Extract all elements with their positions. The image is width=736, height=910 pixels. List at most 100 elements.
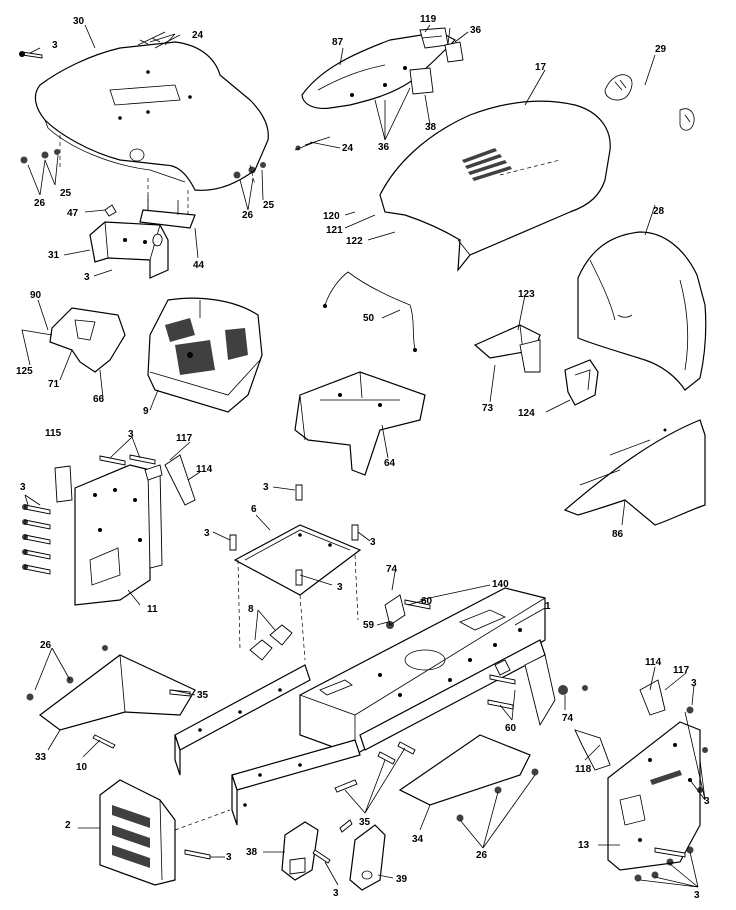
callout-119: 119 — [420, 14, 437, 25]
callout-9: 9 — [143, 406, 149, 417]
callout-3: 3 — [128, 429, 134, 440]
callout-59: 59 — [363, 620, 375, 631]
callout-36: 36 — [378, 142, 390, 153]
callout-3: 3 — [52, 40, 58, 51]
callout-64: 64 — [384, 458, 396, 469]
callout-3: 3 — [691, 678, 697, 689]
callout-6: 6 — [251, 504, 257, 515]
callout-44: 44 — [193, 260, 205, 271]
callout-31: 31 — [48, 250, 60, 261]
callout-140: 140 — [492, 579, 509, 590]
part-86-skirt — [563, 419, 706, 526]
callout-124: 124 — [518, 408, 535, 419]
callout-28: 28 — [653, 206, 665, 217]
callout-50: 50 — [363, 313, 375, 324]
part-66-cover — [49, 307, 126, 373]
part-31-bracket — [89, 204, 169, 279]
callout-38: 38 — [425, 122, 437, 133]
callout-3: 3 — [337, 582, 343, 593]
callout-1: 1 — [545, 601, 551, 612]
part-11-side-panel — [74, 464, 163, 606]
callout-3: 3 — [263, 482, 269, 493]
callout-10: 10 — [76, 762, 88, 773]
callout-117: 117 — [673, 665, 690, 676]
part-30-dash-panel — [34, 41, 269, 225]
callout-24: 24 — [342, 143, 354, 154]
callout-3: 3 — [694, 890, 700, 901]
callout-36: 36 — [470, 25, 482, 36]
callout-38: 38 — [246, 847, 258, 858]
callout-87: 87 — [332, 37, 344, 48]
callout-24: 24 — [192, 30, 204, 41]
callout-118: 118 — [575, 764, 592, 775]
callout-71: 71 — [48, 379, 60, 390]
part-44-bracket — [139, 195, 196, 229]
callout-3: 3 — [333, 888, 339, 899]
callout-labels: 30 3 24 87 119 36 29 17 38 36 24 25 26 4… — [16, 14, 710, 901]
callout-115: 115 — [45, 428, 62, 439]
callout-25: 25 — [60, 188, 72, 199]
callout-121: 121 — [326, 225, 343, 236]
callout-11: 11 — [147, 604, 158, 615]
callout-17: 17 — [535, 62, 547, 73]
part-6-battery-tray — [229, 484, 362, 661]
callout-3: 3 — [226, 852, 232, 863]
part-64-frame-bracket — [294, 371, 426, 476]
part-2-front-bracket — [99, 779, 231, 886]
part-29-decal — [604, 74, 695, 131]
fasteners-30 — [19, 31, 331, 179]
part-39-bracket — [339, 819, 386, 891]
callout-114: 114 — [196, 464, 213, 475]
part-13-side-panel — [574, 679, 701, 871]
fasteners-11 — [22, 454, 156, 575]
callout-120: 120 — [323, 211, 340, 222]
callout-34: 34 — [412, 834, 424, 845]
callout-26: 26 — [40, 640, 52, 651]
callout-30: 30 — [73, 16, 85, 27]
part-119-bracket — [409, 27, 464, 95]
callout-123: 123 — [518, 289, 535, 300]
part-28-grille — [577, 231, 707, 391]
callout-74: 74 — [562, 713, 574, 724]
part-8-clips — [249, 624, 293, 661]
callout-3: 3 — [704, 796, 710, 807]
frame-side-rail-left — [174, 664, 311, 776]
callout-3: 3 — [20, 482, 26, 493]
callout-26: 26 — [34, 198, 46, 209]
callout-25: 25 — [263, 200, 275, 211]
leader-lines — [21, 24, 706, 888]
part-114-bracket-left — [144, 454, 196, 506]
callout-3: 3 — [84, 272, 90, 283]
callout-26: 26 — [242, 210, 254, 221]
callout-117: 117 — [176, 433, 193, 444]
callout-90: 90 — [30, 290, 42, 301]
callout-29: 29 — [655, 44, 667, 55]
callout-122: 122 — [346, 236, 363, 247]
callout-74: 74 — [386, 564, 398, 575]
part-124-bracket — [564, 359, 599, 406]
callout-26: 26 — [476, 850, 488, 861]
fasteners-13 — [634, 706, 708, 882]
callout-35: 35 — [197, 690, 209, 701]
callout-8: 8 — [248, 604, 254, 615]
part-50-wire — [323, 271, 417, 352]
callout-60: 60 — [505, 723, 517, 734]
part-115-decal — [54, 465, 73, 503]
callout-125: 125 — [16, 366, 33, 377]
callout-35: 35 — [359, 817, 371, 828]
callout-13: 13 — [578, 840, 590, 851]
callout-39: 39 — [396, 874, 408, 885]
fasteners-frame — [384, 594, 588, 727]
part-17-hood — [379, 100, 611, 272]
callout-86: 86 — [612, 529, 624, 540]
hood-vent-slots — [462, 148, 512, 181]
part-38-bracket — [281, 821, 331, 881]
part-33-footrest — [26, 645, 196, 749]
callout-114: 114 — [645, 657, 662, 668]
callout-2: 2 — [65, 820, 71, 831]
callout-60: 60 — [421, 596, 433, 607]
callout-33: 33 — [35, 752, 47, 763]
callout-3: 3 — [370, 537, 376, 548]
part-34-footrest — [334, 734, 539, 822]
